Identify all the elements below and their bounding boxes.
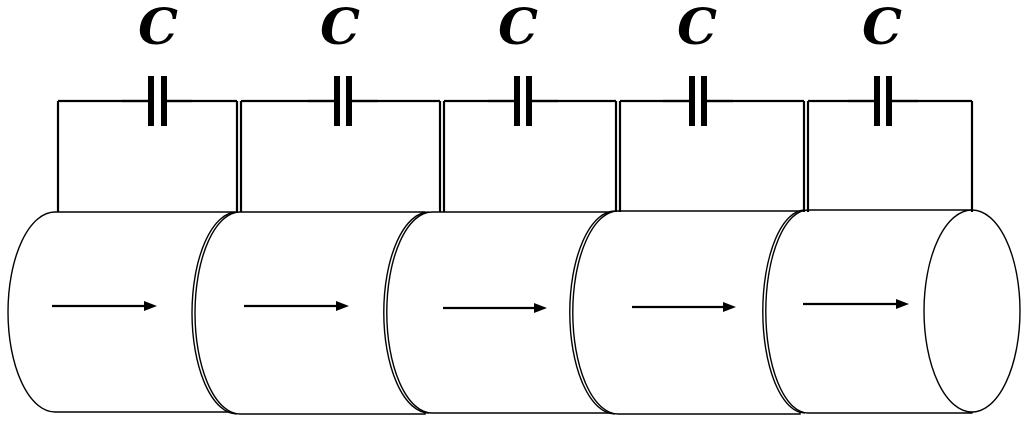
arrow-1 [52,301,157,311]
cylinder-segment-1 [7,211,236,413]
capacitor-3 [514,76,532,126]
direction-arrows [52,299,909,313]
arrow-2 [244,301,349,311]
cylinder-segment-4 [569,210,801,415]
arrow-4 [632,302,736,312]
capacitor-label: C [320,0,360,56]
capacitor-label: C [677,0,717,56]
capacitor-label: C [138,0,178,56]
cylinder-segment-3 [383,211,611,414]
capacitor-labels: C C C C C [138,0,902,56]
arrow-3 [443,303,547,313]
cylinder-segments [7,209,1021,415]
capacitor-circuit [56,76,974,212]
capacitor-5 [874,76,892,126]
cylinder-end-cap [923,209,1021,413]
cylinder-segment-5 [762,209,1021,414]
capacitor-label: C [498,0,538,56]
capacitor-2 [334,76,352,126]
capacitor-label: C [862,0,902,56]
cylinder-segment-2 [191,211,426,415]
capacitor-4 [689,76,707,126]
arrow-5 [803,299,909,309]
capacitor-1 [148,76,167,126]
